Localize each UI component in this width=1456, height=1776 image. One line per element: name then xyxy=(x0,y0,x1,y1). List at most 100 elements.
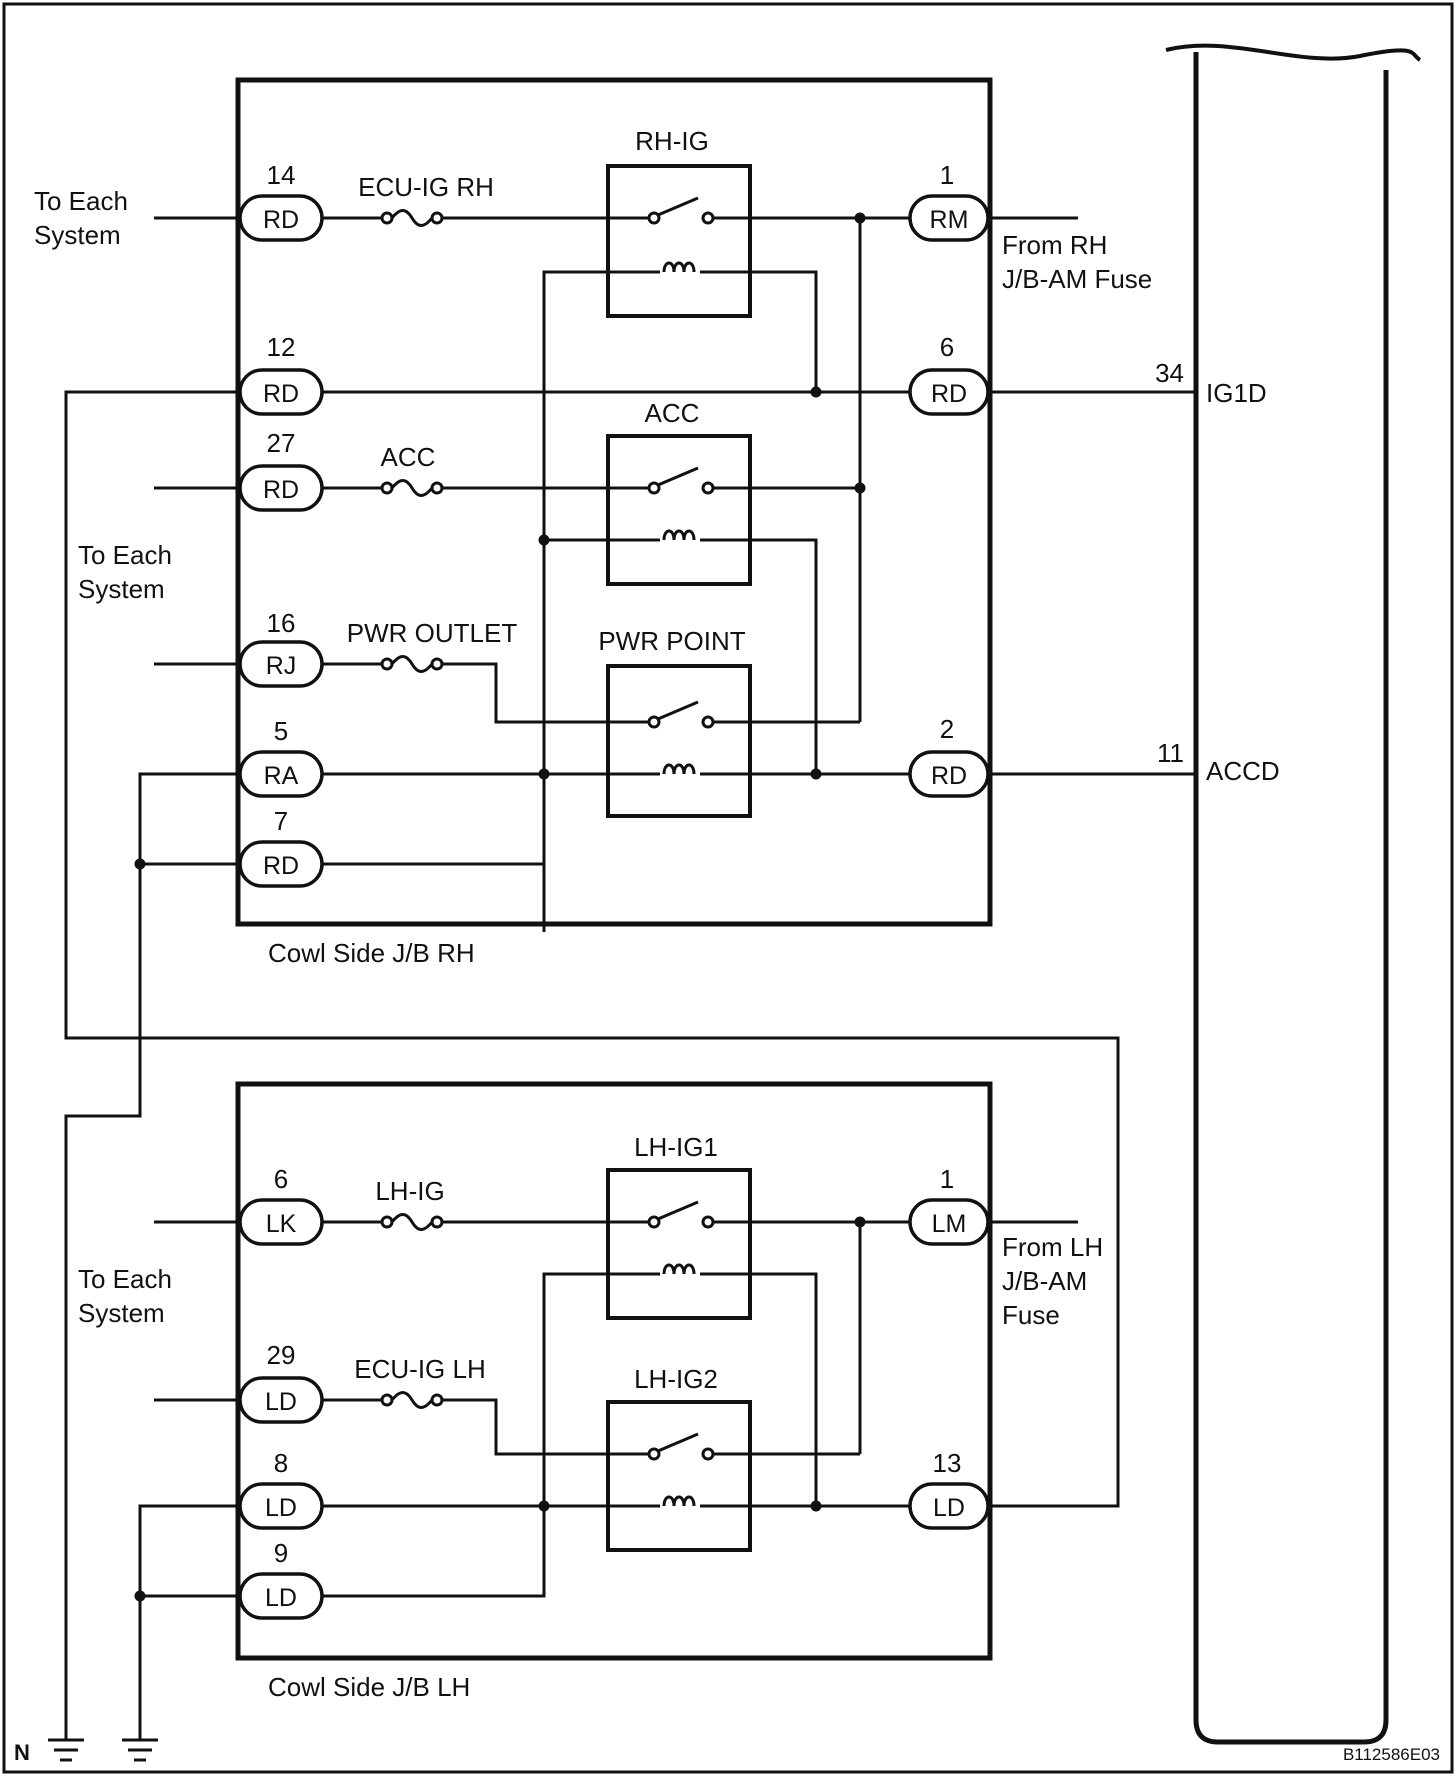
ground-icon xyxy=(120,1726,160,1762)
relay-label: LH-IG1 xyxy=(634,1132,718,1162)
relay-rh-ig xyxy=(606,164,752,318)
pin-connector xyxy=(908,1198,990,1246)
rh-wires xyxy=(64,216,1196,1730)
from-rh-fuse-label: From RH J/B-AM Fuse xyxy=(1002,230,1152,294)
pin-code: LD xyxy=(933,1494,965,1522)
svg-text:To Each: To Each xyxy=(78,540,172,570)
pin-code: RD xyxy=(931,380,967,408)
pin-code: RD xyxy=(263,206,299,234)
pin-connector xyxy=(908,1482,990,1530)
pin-connector xyxy=(238,1572,324,1620)
pin-code: LD xyxy=(265,1584,297,1612)
relay-label: ACC xyxy=(645,398,700,428)
pin-code: RA xyxy=(264,762,299,790)
relay-label: PWR POINT xyxy=(598,626,745,656)
fuse-label: PWR OUTLET xyxy=(347,618,518,648)
pin-number: 2 xyxy=(940,714,954,744)
pin-code: LD xyxy=(265,1494,297,1522)
fuse-pwr-outlet-icon xyxy=(380,655,444,673)
fuse-label: ECU-IG LH xyxy=(354,1354,485,1384)
pin-number: 13 xyxy=(933,1448,962,1478)
svg-text:From LH: From LH xyxy=(1002,1232,1103,1262)
relay-acc xyxy=(606,434,752,586)
fuse-symbols xyxy=(380,209,444,1409)
relay-label: LH-IG2 xyxy=(634,1364,718,1394)
ground-icon xyxy=(46,1726,86,1762)
relay-pwr-point xyxy=(606,664,752,818)
pin-connector xyxy=(238,368,324,416)
relay-label: RH-IG xyxy=(635,126,709,156)
ecu-terminal-number: 34 xyxy=(1155,358,1184,388)
fuse-label: LH-IG xyxy=(375,1176,444,1206)
lh-left-pins: LK 6 LD 29 LD 8 LD 9 xyxy=(238,1164,324,1620)
pin-connector xyxy=(908,194,990,242)
pin-number: 29 xyxy=(267,1340,296,1370)
fuse-ecu-ig-lh-icon xyxy=(380,1391,444,1409)
fuse-label: ACC xyxy=(381,442,436,472)
rh-jb-label: Cowl Side J/B RH xyxy=(268,938,475,968)
pin-connector xyxy=(908,368,990,416)
pin-connector xyxy=(238,194,324,242)
pin-number: 5 xyxy=(274,716,288,746)
pin-number: 12 xyxy=(267,332,296,362)
rh-left-pins: RD 14 RD 12 RD 27 RJ 16 RA 5 RD 7 xyxy=(238,160,324,888)
pin-code: RD xyxy=(263,476,299,504)
pin-code: RD xyxy=(263,380,299,408)
pin-number: 27 xyxy=(267,428,296,458)
figure-id: B112586E03 xyxy=(1343,1745,1440,1764)
svg-text:J/B-AM Fuse: J/B-AM Fuse xyxy=(1002,264,1152,294)
pin-connector xyxy=(238,1198,324,1246)
pin-connector xyxy=(238,1482,324,1530)
relay-lh-ig2 xyxy=(606,1400,752,1552)
fuse-ecu-ig-rh-icon xyxy=(380,209,444,227)
pin-number: 1 xyxy=(940,1164,954,1194)
to-each-system-label: To Each System xyxy=(34,186,128,250)
relay-lh-ig1 xyxy=(606,1168,752,1320)
pin-code: RJ xyxy=(266,652,297,680)
junction-dots xyxy=(134,212,866,1602)
fuse-label: ECU-IG RH xyxy=(358,172,494,202)
svg-text:To Each: To Each xyxy=(78,1264,172,1294)
svg-text:System: System xyxy=(78,1298,165,1328)
pin-connector xyxy=(238,840,324,888)
fuse-lh-ig-icon xyxy=(380,1213,444,1231)
pin-number: 6 xyxy=(274,1164,288,1194)
ecu-terminal-number: 11 xyxy=(1157,738,1184,768)
to-each-system-label: To Each System xyxy=(78,540,172,604)
ecu-block xyxy=(1165,43,1422,1745)
lh-jb-label: Cowl Side J/B LH xyxy=(268,1672,470,1702)
svg-text:System: System xyxy=(34,220,121,250)
lh-wires xyxy=(138,1220,1078,1730)
svg-text:J/B-AM: J/B-AM xyxy=(1002,1266,1087,1296)
svg-text:Fuse: Fuse xyxy=(1002,1300,1060,1330)
fuse-acc-icon xyxy=(380,479,444,497)
pin-number: 7 xyxy=(274,806,288,836)
relay-contacts xyxy=(647,196,715,1508)
pin-connector xyxy=(238,750,324,798)
pin-code: RD xyxy=(931,762,967,790)
pin-connector xyxy=(238,1376,324,1424)
cowl-side-jb-rh-box xyxy=(235,77,993,927)
ecu-terminal-name: IG1D xyxy=(1206,378,1267,408)
rh-right-pins: RM 1 RD 6 RD 2 xyxy=(908,160,990,798)
frame-label: N xyxy=(14,1740,30,1765)
pin-code: LM xyxy=(932,1210,967,1238)
pin-code: LD xyxy=(265,1388,297,1416)
pin-code: RD xyxy=(263,852,299,880)
pin-code: LK xyxy=(266,1210,297,1238)
pin-connector xyxy=(238,640,324,688)
cowl-side-jb-lh-box xyxy=(235,1081,993,1661)
svg-text:From RH: From RH xyxy=(1002,230,1107,260)
from-lh-fuse-label: From LH J/B-AM Fuse xyxy=(1002,1232,1103,1330)
svg-text:System: System xyxy=(78,574,165,604)
pin-number: 8 xyxy=(274,1448,288,1478)
pin-number: 14 xyxy=(267,160,296,190)
ecu-terminal-name: ACCD xyxy=(1206,756,1280,786)
pin-number: 1 xyxy=(940,160,954,190)
pin-number: 16 xyxy=(267,608,296,638)
lh-right-pins: LM 1 LD 13 xyxy=(908,1164,990,1530)
svg-text:To Each: To Each xyxy=(34,186,128,216)
pin-number: 9 xyxy=(274,1538,288,1568)
